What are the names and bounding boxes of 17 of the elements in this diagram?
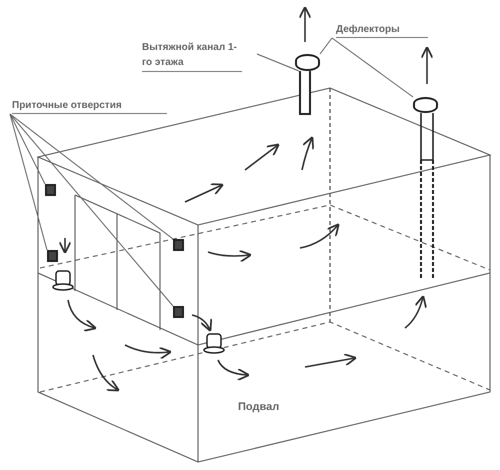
area-label: Подвал [238,400,280,415]
vent-opening [47,250,58,262]
callout-label: Вытяжной канал 1-го этажа [142,41,238,70]
leader-line [320,38,332,54]
vent-opening [173,239,184,251]
exhaust-pipe [299,71,311,115]
vent-opening [173,306,184,318]
leader-line [10,114,174,306]
leader-line [10,114,174,240]
leader-line [256,54,300,72]
vent-opening [45,184,56,196]
leader-line [10,114,48,250]
leader-line [332,38,414,98]
deflector-cap [295,54,320,71]
callout-label: Приточные отверстия [12,99,123,113]
deflector-cap [413,97,438,113]
callout-label: Дефлекторы [336,23,401,37]
